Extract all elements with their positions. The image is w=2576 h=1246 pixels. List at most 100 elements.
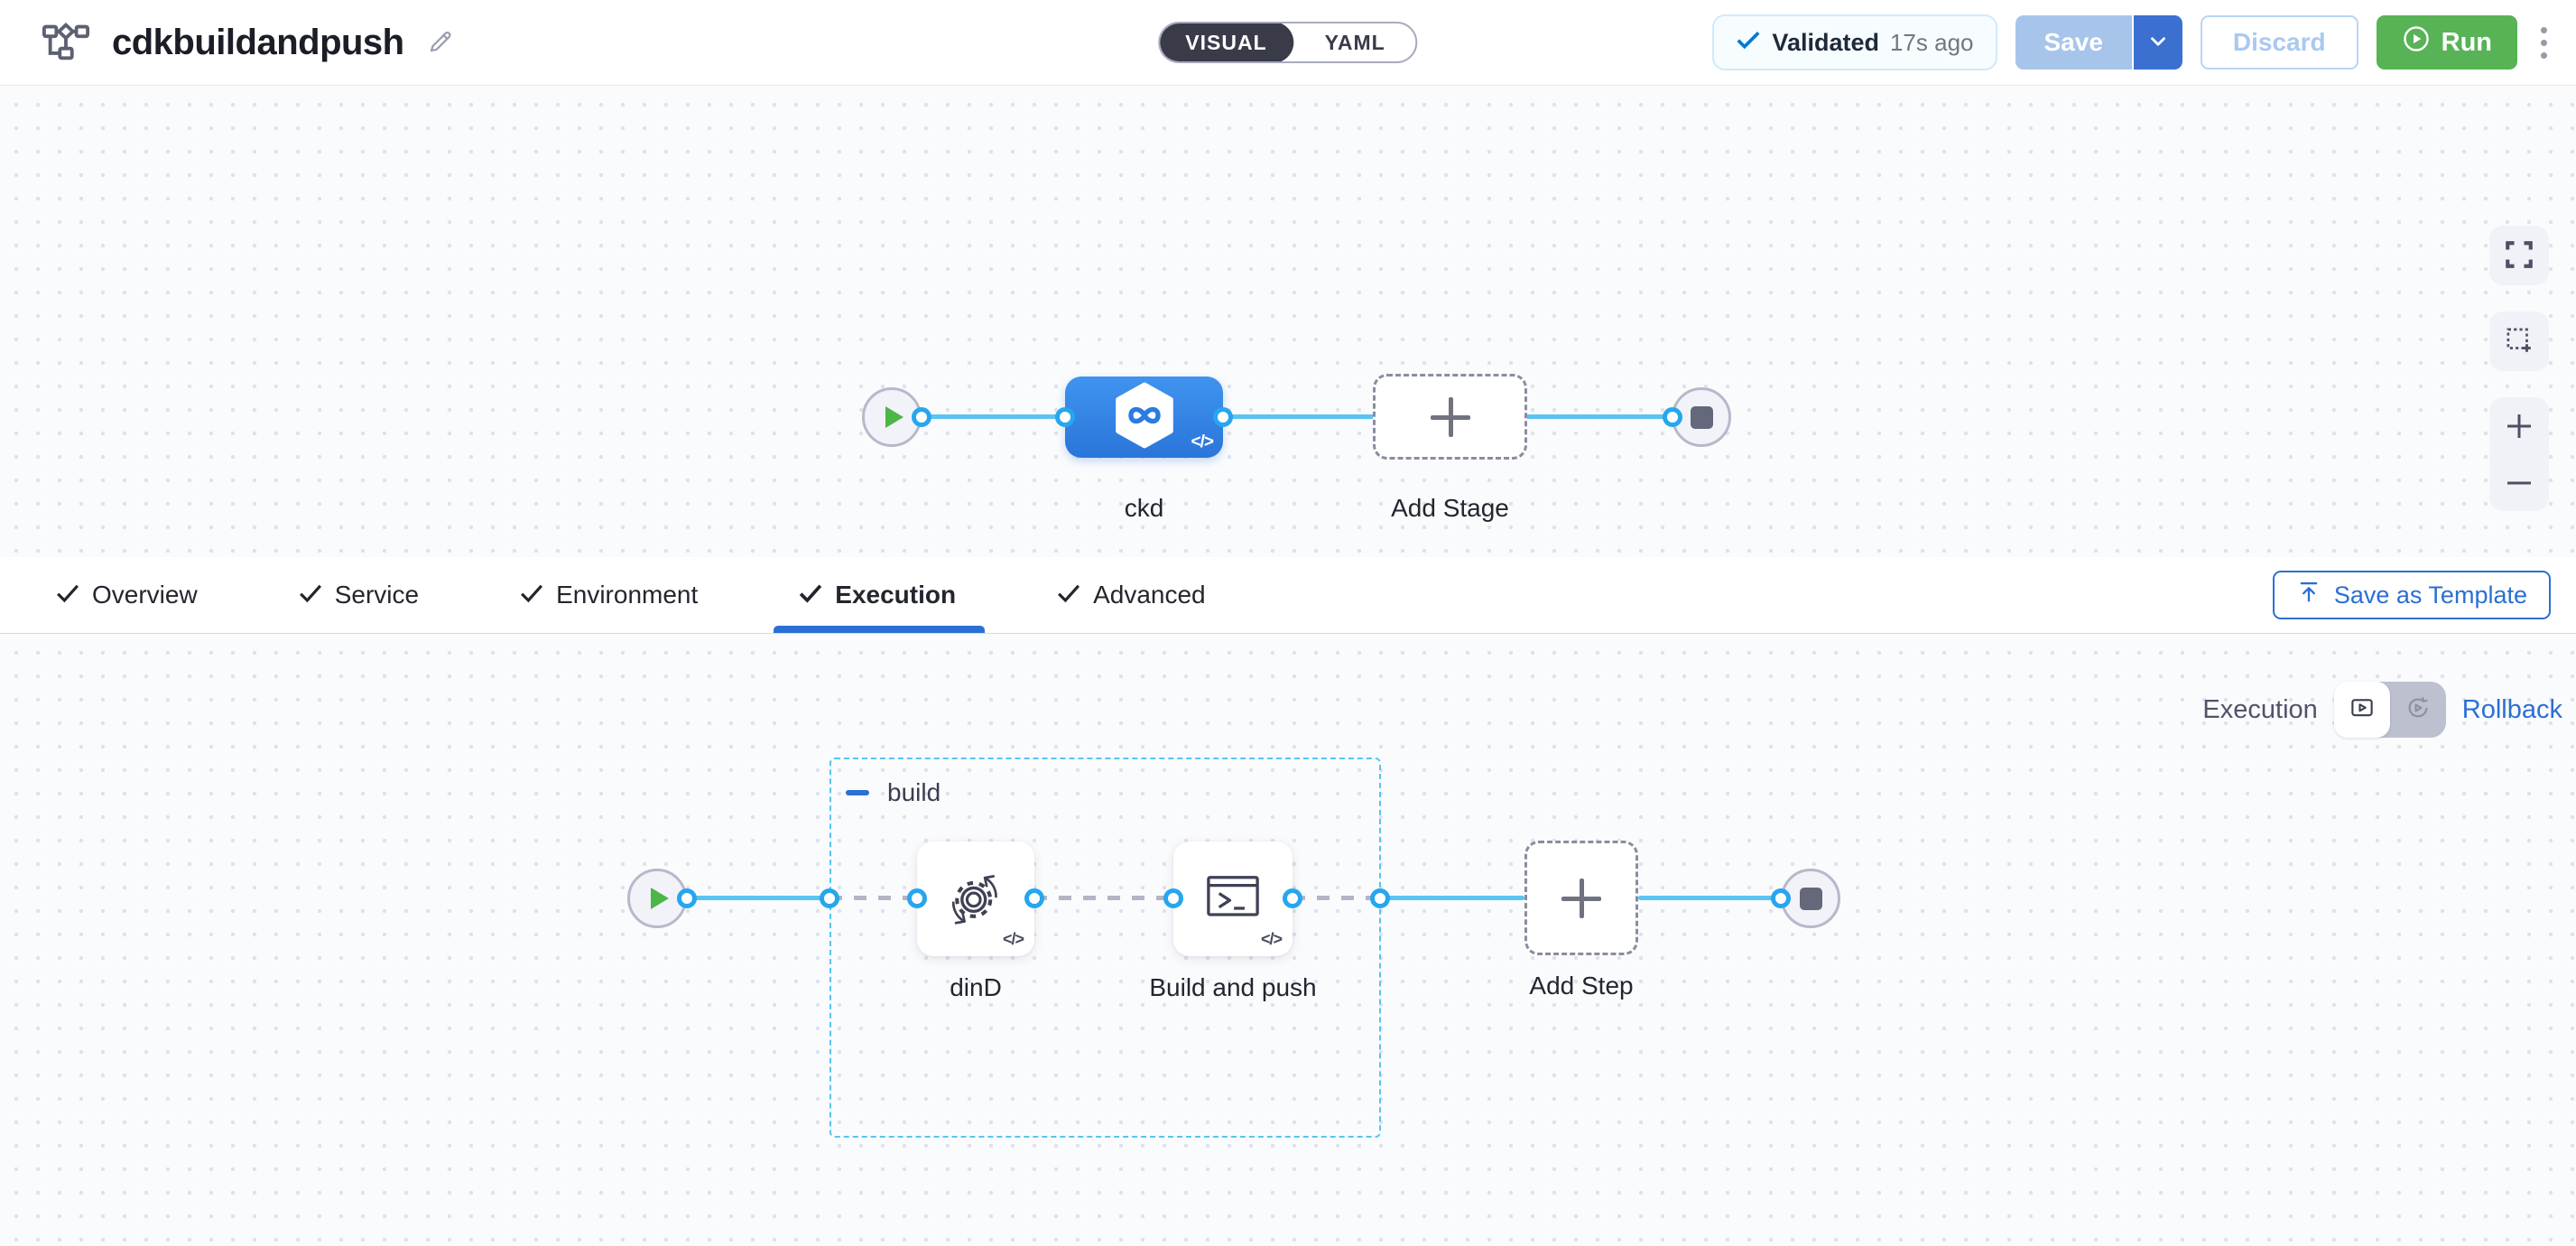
link-point — [1024, 888, 1044, 908]
rollback-link[interactable]: Rollback — [2461, 694, 2562, 724]
marquee-select-icon — [2504, 325, 2534, 358]
zoom-controls — [2489, 397, 2549, 511]
check-icon — [520, 581, 543, 609]
zoom-out-button[interactable] — [2489, 454, 2549, 511]
active-tab-underline — [774, 626, 986, 633]
canvas-select-mode-button[interactable] — [2489, 312, 2549, 371]
link-point — [1055, 407, 1075, 427]
execution-canvas[interactable]: Execution Rol — [0, 634, 2576, 1246]
edit-pipeline-name-button[interactable] — [426, 27, 455, 59]
gear-sync-icon — [943, 864, 1008, 934]
stop-square-icon — [1690, 405, 1713, 429]
validation-time: 17s ago — [1889, 28, 1974, 56]
save-split-button: Save — [2015, 15, 2182, 70]
kebab-icon — [2541, 26, 2547, 33]
add-stage-label: Add Stage — [1391, 494, 1509, 522]
step-connector-line — [1380, 896, 1524, 900]
step-group-build[interactable] — [829, 758, 1381, 1138]
expand-corners-icon — [2504, 239, 2534, 273]
check-icon — [299, 581, 322, 609]
validation-status-badge[interactable]: Validated 17s ago — [1712, 14, 1997, 70]
step-connector-dashed — [1034, 896, 1173, 900]
plus-icon — [1561, 878, 1601, 918]
step-name-label: dinD — [950, 973, 1002, 1001]
save-button[interactable]: Save — [2015, 15, 2132, 70]
minus-icon — [2505, 459, 2534, 507]
play-box-icon — [2349, 694, 2376, 726]
play-circle-icon — [2402, 24, 2431, 60]
stage-name-label: ckd — [1124, 494, 1164, 522]
link-point — [1213, 407, 1233, 427]
add-step-button[interactable] — [1524, 841, 1638, 955]
check-icon — [1736, 29, 1761, 57]
run-label: Run — [2441, 27, 2492, 57]
play-triangle-icon — [885, 406, 903, 428]
step-connector-dashed — [1293, 896, 1380, 900]
run-button[interactable]: Run — [2376, 15, 2517, 70]
link-point — [1370, 888, 1390, 908]
stage-config-tabbar: Overview Service Environment Execution A… — [0, 557, 2576, 634]
pipeline-end-node[interactable] — [1672, 387, 1731, 447]
step-connector-dashed — [829, 896, 917, 900]
pencil-icon — [426, 27, 455, 59]
tab-service[interactable]: Service — [299, 557, 419, 633]
header: cdkbuildandpush VISUAL YAML Validated 17… — [0, 0, 2576, 86]
canvas-fullscreen-button[interactable] — [2489, 226, 2549, 285]
check-icon — [1057, 581, 1080, 609]
stage-canvas[interactable]: </> ckd Add Stage — [0, 86, 2576, 557]
step-group-label: build — [887, 778, 941, 806]
check-icon — [799, 581, 822, 609]
rollback-cycle-icon — [2405, 694, 2432, 726]
ci-hexagon-infinity-icon — [1113, 382, 1176, 453]
chevron-down-icon — [2146, 30, 2170, 56]
step-connector-line — [1638, 896, 1783, 900]
link-point — [820, 888, 839, 908]
stop-square-icon — [1799, 887, 1822, 910]
toggle-yaml[interactable]: YAML — [1324, 30, 1385, 54]
link-point — [907, 888, 927, 908]
upload-icon — [2296, 580, 2321, 611]
validation-label: Validated — [1772, 28, 1879, 56]
link-point — [1163, 888, 1183, 908]
page-title: cdkbuildandpush — [112, 22, 404, 62]
check-icon — [56, 581, 79, 609]
tab-advanced[interactable]: Advanced — [1057, 557, 1206, 633]
link-point — [912, 407, 931, 427]
stage-connector-line — [903, 414, 1688, 419]
plus-icon — [2505, 402, 2534, 451]
tab-execution[interactable]: Execution — [774, 557, 986, 633]
step-group-header: build — [846, 778, 941, 807]
step-name-label: Build and push — [1149, 973, 1317, 1001]
code-icon: </> — [1191, 432, 1215, 451]
tab-overview[interactable]: Overview — [56, 557, 198, 633]
play-triangle-icon — [651, 888, 669, 909]
pipeline-icon — [42, 19, 90, 67]
collapse-group-button[interactable] — [846, 790, 869, 795]
more-options-button[interactable] — [2535, 22, 2553, 64]
link-point — [1283, 888, 1302, 908]
add-step-label: Add Step — [1529, 972, 1634, 1000]
zoom-in-button[interactable] — [2489, 397, 2549, 454]
discard-button[interactable]: Discard — [2200, 15, 2358, 70]
step-node-build-and-push[interactable]: </> — [1173, 842, 1293, 956]
link-point — [1663, 407, 1682, 427]
stage-node-ckd[interactable]: </> — [1065, 377, 1223, 458]
add-stage-button[interactable] — [1373, 374, 1527, 460]
link-point — [1771, 888, 1791, 908]
step-node-dind[interactable]: </> — [917, 842, 1034, 956]
toggle-visual[interactable]: VISUAL — [1160, 23, 1294, 61]
execution-mode-switch: Execution Rol — [2202, 682, 2562, 738]
execution-mode-label: Execution — [2202, 694, 2318, 724]
visual-yaml-toggle: VISUAL YAML — [1158, 22, 1418, 63]
execution-view-segment[interactable] — [2333, 682, 2390, 738]
rollback-view-segment[interactable] — [2390, 682, 2446, 738]
code-icon: </> — [1260, 930, 1283, 948]
save-button-divider — [2131, 15, 2134, 70]
plus-icon — [1430, 396, 1470, 437]
save-options-button[interactable] — [2133, 15, 2182, 70]
tab-environment[interactable]: Environment — [520, 557, 698, 633]
link-point — [677, 888, 697, 908]
save-as-template-button[interactable]: Save as Template — [2272, 571, 2551, 619]
execution-rollback-toggle[interactable] — [2333, 682, 2446, 738]
step-connector-line — [668, 896, 830, 900]
